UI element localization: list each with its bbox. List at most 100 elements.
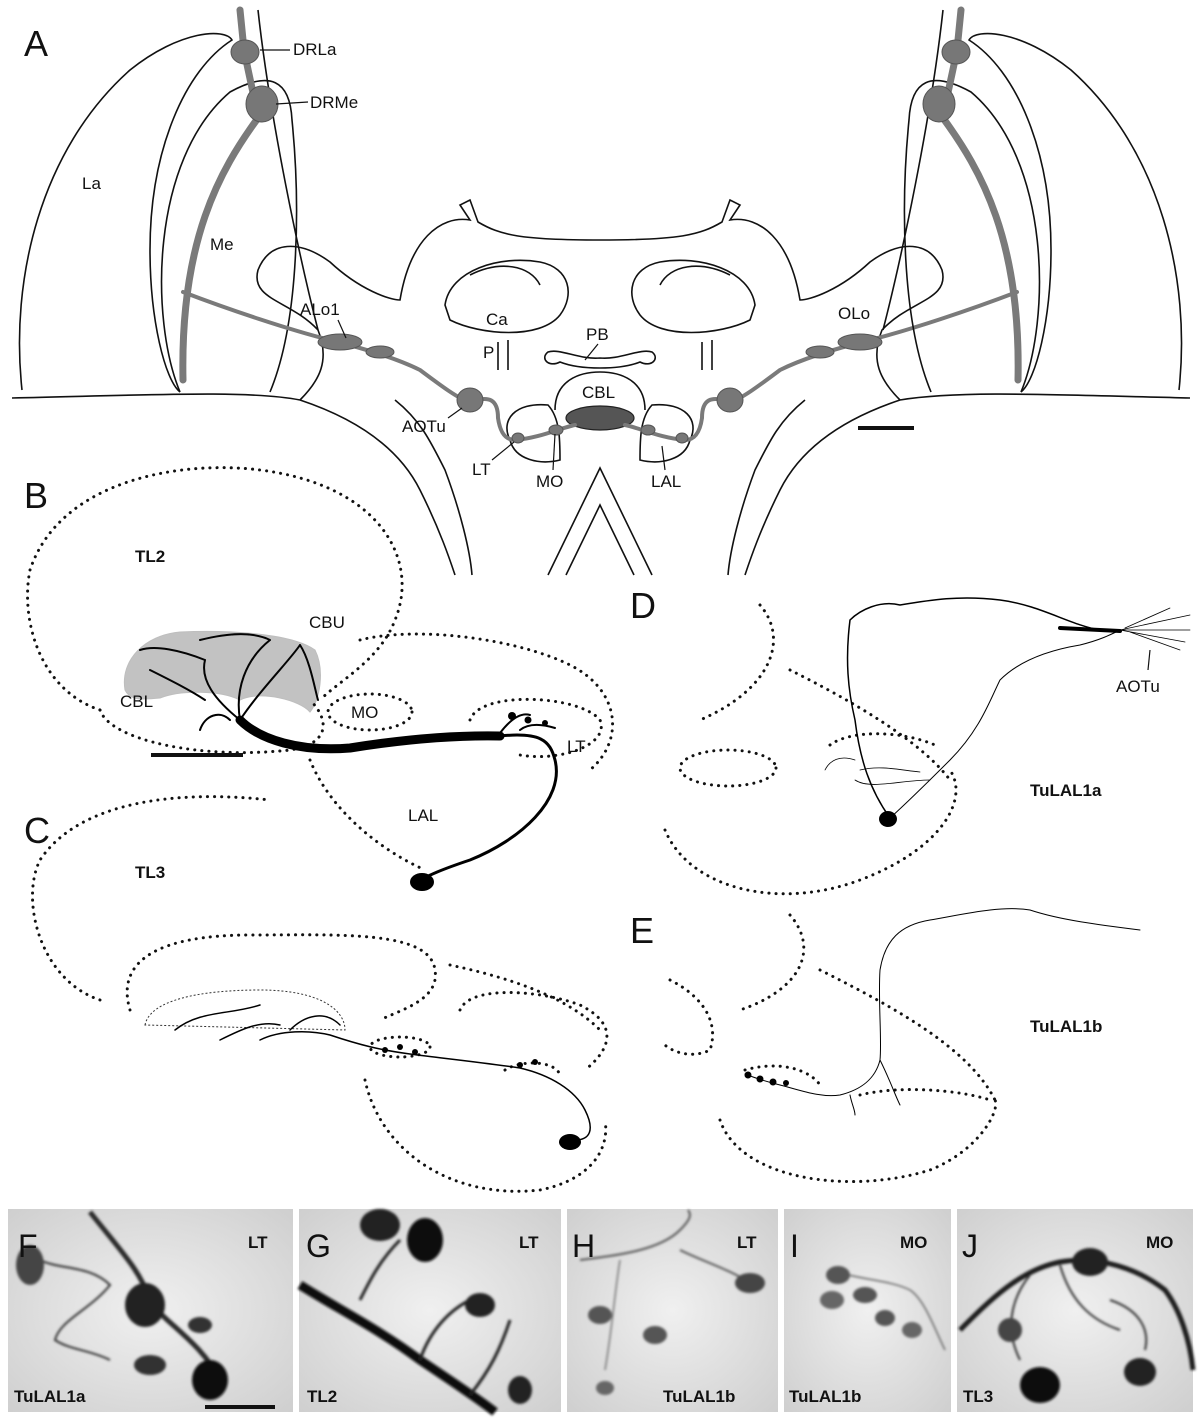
tl2-primary-neurite [420, 735, 556, 880]
panel-a: A DRLa DRMe La Me Ca [12, 10, 1190, 575]
neuron-label-tl3: TL3 [135, 863, 165, 882]
tulal1a-aotu-arbor [1120, 608, 1190, 650]
mo-left [549, 425, 563, 435]
label-p: P [483, 343, 494, 362]
alo-left-2 [366, 346, 394, 358]
label-lal: LAL [651, 472, 681, 491]
pedunculus-left [498, 340, 508, 370]
outline-e-5 [860, 1090, 990, 1100]
tl2-main-axon [240, 720, 500, 749]
micrograph-g-label: G [306, 1228, 331, 1264]
tulal1b-branches [850, 1060, 900, 1115]
optic-lobe-right [883, 10, 1182, 392]
tl3-soma [559, 1134, 581, 1150]
micrograph-g-neuron-label: TL2 [307, 1387, 337, 1406]
outline-e-3 [820, 970, 995, 1100]
outline-e-4 [720, 1100, 996, 1182]
outline-e-1 [740, 915, 804, 1010]
label-aotu: AOTu [402, 417, 446, 436]
cbu-outline-c [33, 797, 271, 1000]
micrograph-i-label: I [790, 1228, 799, 1264]
outline-e-2 [665, 980, 713, 1054]
lt-left [512, 433, 524, 443]
micrograph-j-region: MO [1146, 1233, 1173, 1252]
label-aotu-d: AOTu [1116, 677, 1160, 696]
micrograph-h-label: H [572, 1228, 595, 1264]
tl2-soma [410, 873, 434, 891]
tl3-branches [220, 1016, 340, 1040]
central-brain-top-outline [257, 200, 943, 400]
calyx-right-inner [660, 266, 730, 285]
panel-b-label: B [24, 475, 48, 516]
micrograph-h-region: LT [737, 1233, 757, 1252]
micrograph-f-neuron-label: TuLAL1a [14, 1387, 86, 1406]
neuron-label-tulal1a: TuLAL1a [1030, 781, 1102, 800]
outline-d-mo [680, 750, 776, 786]
micrograph-i-neuron-label: TuLAL1b [789, 1387, 861, 1406]
panel-d-label: D [630, 585, 656, 626]
label-lt-b: LT [567, 737, 586, 756]
micrograph-j: J MO TL3 [957, 1209, 1193, 1412]
tl3-dendritic-field [145, 990, 345, 1030]
drme-left [246, 86, 278, 122]
label-drme: DRMe [310, 93, 358, 112]
label-cbu: CBU [309, 613, 345, 632]
panel-e-label: E [630, 910, 654, 951]
lal-outline-c [460, 993, 607, 1071]
esophageal-outer [548, 468, 652, 575]
micrograph-i: I MO TuLAL1b [784, 1209, 951, 1412]
drla-left [231, 40, 259, 64]
panel-a-label: A [24, 23, 48, 64]
outline-d-1 [700, 605, 774, 720]
label-olo: OLo [838, 304, 870, 323]
tl2-dendritic-field [124, 631, 320, 712]
label-lt: LT [472, 460, 491, 479]
lal-outline-c-top [450, 965, 600, 1030]
neuron-label-tl2: TL2 [135, 547, 165, 566]
panel-b: B TL2 CBU CBL MO LT LAL [24, 468, 613, 891]
outline-d-3 [665, 770, 956, 894]
label-cbl-a: CBL [582, 383, 615, 402]
panel-d: D TuLAL1a AOTu [630, 585, 1190, 894]
panel-c: C TL3 [24, 797, 607, 1192]
calyx-left-inner [470, 266, 540, 285]
tulal1a-soma [879, 811, 897, 827]
tulal1b-axon [745, 909, 1140, 1096]
dr-tract-left [183, 10, 258, 380]
micrograph-g-region: LT [519, 1233, 539, 1252]
micrograph-i-region: MO [900, 1233, 927, 1252]
outline-e-lt [745, 1066, 820, 1085]
lamina-left [19, 34, 232, 392]
alo1-left [318, 334, 362, 350]
lt-outline-c [505, 1063, 560, 1075]
micrograph-j-label: J [962, 1228, 978, 1264]
micrograph-f-region: LT [248, 1233, 268, 1252]
tract-left [183, 292, 575, 440]
tract-right [625, 292, 1017, 440]
label-drla: DRLa [293, 40, 337, 59]
protocerebral-bridge [545, 351, 655, 368]
calyx-right [632, 260, 755, 332]
tl3-axon [175, 1005, 590, 1140]
micrograph-h-neuron-label: TuLAL1b [663, 1387, 735, 1406]
panel-c-label: C [24, 810, 50, 851]
alo-right-2 [806, 346, 834, 358]
lt-right [676, 433, 688, 443]
tulal1a-thick [1060, 628, 1120, 631]
micrograph-g: G LT TL2 [299, 1209, 561, 1412]
brain-baseline-left [12, 394, 300, 400]
panel-e: E TuLAL1b [630, 909, 1140, 1182]
micrograph-h: H LT TuLAL1b [567, 1209, 778, 1412]
label-la: La [82, 174, 101, 193]
pedunculus-right [702, 340, 712, 370]
label-mo: MO [536, 472, 563, 491]
label-mo-b: MO [351, 703, 378, 722]
label-lal-b: LAL [408, 806, 438, 825]
brain-baseline-right [900, 394, 1190, 400]
outline-d-2 [790, 670, 950, 780]
micrograph-j-neuron-label: TL3 [963, 1387, 993, 1406]
label-ca: Ca [486, 310, 508, 329]
neuron-label-tulal1b: TuLAL1b [1030, 1017, 1102, 1036]
micrograph-f-label: F [18, 1228, 38, 1264]
